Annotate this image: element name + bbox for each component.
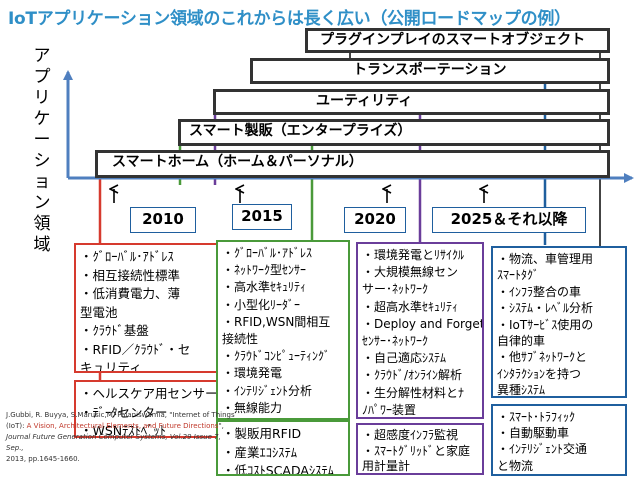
vertical-axis-label: アプリケーション領域: [30, 46, 54, 256]
tech-item: ・自動駆動車: [497, 426, 570, 441]
year-2025-and-beyond: 2025＆それ以降: [432, 207, 586, 233]
tech-box-2010-top: ・ｸﾞﾛｰﾊﾞﾙ･ｱﾄﾞﾚｽ ・相互接続性標準・低消費電力、薄型電池・ｸﾗｳﾄﾞ基…: [74, 243, 224, 373]
area-utility: ユーティリティ: [213, 89, 610, 115]
vertical-label-char: ョ: [33, 172, 51, 192]
tech-item: ・低ｺｽﾄSCADAｼｽﾃﾑ: [222, 463, 334, 476]
tech-item: ・ｲﾝﾌﾗ整合の車: [497, 284, 582, 299]
citation-paper-title: A Vision, Architectural Elements, and Fu…: [26, 422, 219, 430]
tech-item: ・産業ｴｺｼｽﾃﾑ: [222, 444, 298, 460]
tech-item: キュリティ: [80, 360, 142, 373]
citation-text: (IoT):: [6, 422, 27, 430]
area-transportation: トランスポーテーション: [250, 58, 610, 84]
area-label: ユーティリティ: [316, 93, 413, 109]
tech-item: ・環境発電: [222, 366, 283, 381]
area-label: スマート製販（エンタープライズ）: [189, 123, 412, 139]
tech-item: ・相互接続性標準: [80, 267, 181, 283]
tech-item: ・他ｻﾌﾞﾈｯﾄﾜｰｸと: [497, 350, 588, 365]
tech-item: ・ﾃﾞｰﾀセンター: [80, 404, 168, 420]
tech-item: ﾉﾊﾟﾜｰ装置: [362, 402, 417, 417]
vertical-label-char: ー: [33, 130, 51, 150]
tech-item: サー･ﾈｯﾄﾜｰｸ: [362, 282, 429, 297]
area-smart-home: スマートホーム（ホーム＆パーソナル）: [95, 150, 610, 178]
citation-line: Journal Future Generation Computer Syste…: [6, 433, 221, 452]
area-label: プラグインプレイのスマートオブジェクト: [320, 32, 586, 48]
tech-item: ・生分解性材料とﾅ: [362, 385, 465, 400]
area-label: スマートホーム（ホーム＆パーソナル）: [112, 154, 363, 170]
year-2010: 2010: [130, 207, 196, 233]
tech-item: ・環境発電とﾘｻｲｸﾙ: [362, 248, 465, 262]
vertical-label-char: プ: [33, 67, 51, 87]
tech-item: ・ｸﾞﾛｰﾊﾞﾙ･ｱﾄﾞﾚｽ: [222, 246, 313, 260]
tech-box-2015-top: ・ｸﾞﾛｰﾊﾞﾙ･ｱﾄﾞﾚｽ ・ﾈｯﾄﾜｰｸ型ｾﾝｻｰ ・高水準ｾｷｭﾘﾃｨ ・小型化…: [216, 240, 350, 420]
tech-item: ・ｸﾗｳﾄﾞ基盤: [80, 323, 149, 338]
citation-text: ",: [218, 422, 224, 430]
tech-box-2015-bottom: ・製販用RFID ・産業ｴｺｼｽﾃﾑ ・低ｺｽﾄSCADAｼｽﾃﾑ: [216, 420, 350, 476]
tech-item: ・物流、車管理用: [497, 252, 594, 266]
tech-item: 自律的車: [497, 334, 546, 349]
tech-item: ・小型化ﾘｰﾀﾞｰ: [222, 297, 301, 312]
tech-item: ・ｲﾝﾃﾘｼﾞｪﾝﾄ交通: [497, 442, 588, 457]
tech-item: ・ｼｽﾃﾑ・ﾚﾍﾞﾙ分析: [497, 301, 594, 316]
vertical-label-char: ン: [33, 193, 51, 213]
tech-item: ｲﾝﾀﾗｸｼｮﾝを持つ: [497, 366, 582, 381]
vertical-label-char: ア: [33, 46, 51, 66]
area-smart-enterprise: スマート製販（エンタープライズ）: [178, 119, 610, 146]
tech-item: ・ｸﾗｳﾄﾞ/ｵﾝﾗｲﾝ解析: [362, 368, 463, 383]
tech-item: ・無線能力: [222, 400, 283, 415]
tech-item: ・高水準ｾｷｭﾘﾃｨ: [222, 280, 307, 295]
tech-item: ・RFID／ｸﾗｳﾄﾞ・セ: [80, 341, 191, 357]
tech-item: ・大規模無線セン: [362, 265, 459, 280]
page-title: IoTアプリケーション領域のこれからは長く広い（公開ロードマップの例）: [8, 9, 571, 29]
area-smart-objects: プラグインプレイのスマートオブジェクト: [305, 28, 610, 53]
tech-item: ・ｽﾏｰﾄ･ﾄﾗﾌｨｯｸ: [497, 410, 576, 424]
tech-box-2025-top: ・物流、車管理用 ｽﾏｰﾄﾀｸﾞ・ｲﾝﾌﾗ整合の車・ｼｽﾃﾑ・ﾚﾍﾞﾙ分析・IoT…: [491, 246, 627, 398]
citation-line: (IoT): A Vision, Architectural Elements,…: [6, 421, 236, 432]
tech-item: 接続性: [222, 332, 259, 347]
tech-item: ・ｽﾏｰﾄｸﾞﾘｯﾄﾞと家庭: [362, 443, 471, 458]
tech-item: ・IoTｻｰﾋﾞｽ使用の: [497, 317, 594, 332]
tech-item: ・WSNﾃｽﾄﾍﾞｯﾄ: [80, 423, 166, 438]
vertical-label-char: リ: [33, 88, 51, 108]
tech-item: 異種ｼｽﾃﾑ: [497, 383, 546, 398]
tech-item: ・超高水準ｾｷｭﾘﾃｨ: [362, 299, 459, 314]
tech-item: ・自己適応ｼｽﾃﾑ: [362, 351, 447, 366]
tech-item: ・低消費電力、薄: [80, 286, 181, 301]
vertical-label-char: シ: [33, 151, 51, 171]
tech-item: 用計量計: [362, 459, 411, 473]
area-label: トランスポーテーション: [353, 62, 507, 78]
tech-box-2020-bottom: ・超感度ｲﾝﾌﾗ監視・ｽﾏｰﾄｸﾞﾘｯﾄﾞと家庭用計量計: [356, 423, 484, 475]
tech-item: ・ﾈｯﾄﾜｰｸ型ｾﾝｻｰ: [222, 263, 307, 278]
tech-item: ・RFID,WSN間相互: [222, 314, 331, 329]
tech-item: ・ｸﾗｳﾄﾞｺﾝﾋﾟｭｰﾃｨﾝｸﾞ: [222, 349, 331, 364]
tech-item: ・ヘルスケア用センサー: [80, 386, 218, 401]
tech-item: ｽﾏｰﾄﾀｸﾞ: [497, 268, 540, 283]
year-2020: 2020: [344, 207, 406, 233]
tech-item: ｾﾝｻｰ･ﾈｯﾄﾜｰｸ: [362, 334, 429, 349]
vertical-label-char: 域: [33, 235, 51, 255]
tech-item: ・超感度ｲﾝﾌﾗ監視: [362, 428, 459, 442]
citation-line: 2013, pp.1645-1660.: [6, 455, 80, 463]
tech-box-2010-bottom: ・ヘルスケア用センサー・ﾃﾞｰﾀセンター・WSNﾃｽﾄﾍﾞｯﾄ: [74, 380, 224, 438]
tech-item: ・Deploy and Forget: [362, 316, 484, 331]
tech-box-2020-top: ・環境発電とﾘｻｲｸﾙ ・大規模無線センサー･ﾈｯﾄﾜｰｸ ・超高水準ｾｷｭﾘﾃｨ ・…: [356, 242, 484, 419]
vertical-label-char: ケ: [33, 109, 51, 129]
tech-item: ・ｸﾞﾛｰﾊﾞﾙ･ｱﾄﾞﾚｽ: [80, 249, 174, 264]
tech-item: ・製販用RFID: [222, 426, 302, 441]
tech-item: ・ｲﾝﾃﾘｼﾞｪﾝﾄ分析: [222, 383, 313, 398]
tech-box-2025-bottom: ・ｽﾏｰﾄ･ﾄﾗﾌｨｯｸ ・自動駆動車・ｲﾝﾃﾘｼﾞｪﾝﾄ交通と物流: [491, 404, 627, 476]
tech-item: 型電池: [80, 304, 118, 320]
vertical-label-char: 領: [33, 214, 51, 234]
tech-item: と物流: [497, 458, 534, 473]
year-2015: 2015: [232, 204, 292, 230]
citation: J.Gubbi, R. Buyya, S.Marusic,M. Palanisw…: [6, 410, 236, 465]
citation-line: J.Gubbi, R. Buyya, S.Marusic,M. Palanisw…: [6, 411, 235, 419]
